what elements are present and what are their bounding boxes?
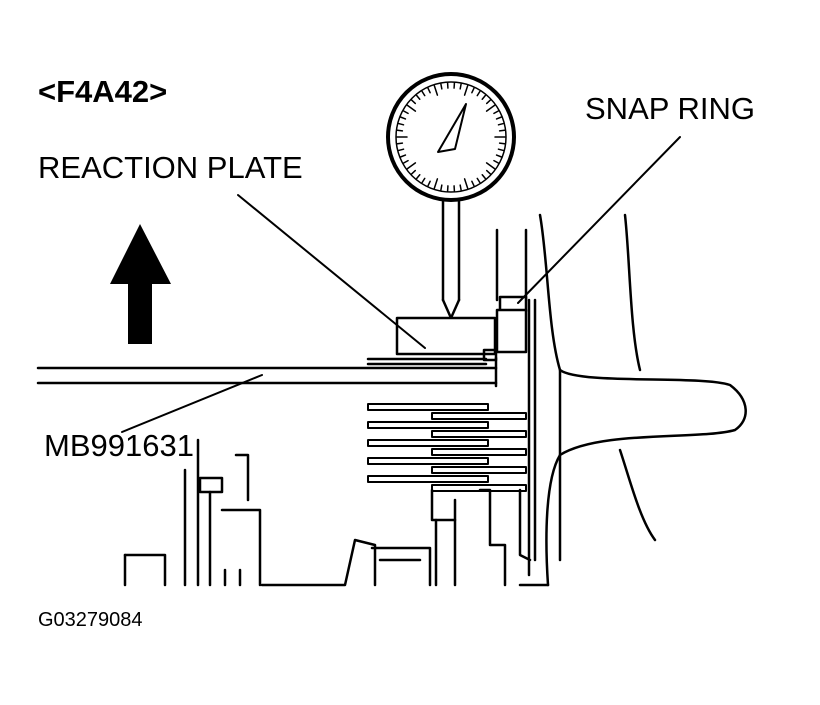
reaction-plate xyxy=(366,316,497,366)
clutch-hub xyxy=(430,488,532,587)
gauge-tick xyxy=(463,84,469,96)
clutch-plate xyxy=(431,466,527,474)
gauge-tick xyxy=(440,83,443,90)
gauge-tick xyxy=(481,174,487,180)
gauge-tick xyxy=(485,169,492,175)
clutch-housing xyxy=(518,213,747,587)
clutch-disc xyxy=(367,439,489,447)
gauge-tick xyxy=(397,122,405,126)
gauge-tick xyxy=(396,129,404,132)
gauge-tick xyxy=(415,174,421,180)
gauge-tick xyxy=(400,116,407,120)
clutch-plate xyxy=(431,484,527,492)
gauge-tick xyxy=(406,104,417,112)
clutch-disc xyxy=(367,403,489,411)
clutch-disc xyxy=(367,475,489,483)
gauge-tick xyxy=(433,84,439,96)
gauge-tick xyxy=(396,142,404,145)
clutch-plate xyxy=(431,448,527,456)
snap-ring-leader xyxy=(517,136,681,304)
clutch-plate xyxy=(431,412,527,420)
tool-leader xyxy=(121,374,263,433)
gauge-tick xyxy=(421,177,426,184)
gauge-tick xyxy=(402,110,409,115)
reaction-plate-leader xyxy=(237,194,426,349)
gauge-tick xyxy=(481,94,487,100)
gauge-tick xyxy=(476,90,481,97)
gauge-tick xyxy=(493,159,500,164)
gauge-tick xyxy=(497,148,505,152)
special-tool-bar xyxy=(36,356,498,388)
gauge-tick xyxy=(485,104,496,112)
snap-ring-label: SNAP RING xyxy=(585,91,755,126)
snap-ring xyxy=(482,228,528,362)
gauge-tick xyxy=(498,142,506,145)
gauge-tick xyxy=(433,178,439,190)
gauge-tick xyxy=(410,169,417,175)
gauge-tick xyxy=(400,154,407,158)
figure-id: G03279084 xyxy=(38,609,143,631)
gauge-tick xyxy=(463,178,469,190)
gauge-tick xyxy=(459,83,462,90)
gauge-tick xyxy=(406,162,417,170)
gauge-tick xyxy=(427,180,431,187)
gauge-tick xyxy=(459,184,462,191)
clutch-disc xyxy=(367,421,489,429)
gauge-tick xyxy=(471,180,475,187)
clutch-plates xyxy=(367,403,527,492)
clutch-disc xyxy=(367,457,489,465)
reaction-plate-label: REACTION PLATE xyxy=(38,150,303,185)
tool-number-label: MB991631 xyxy=(44,428,194,463)
clutch-plate xyxy=(431,430,527,438)
gauge-tick xyxy=(402,159,409,164)
gauge-tick xyxy=(410,99,417,105)
gauge-tick xyxy=(427,87,431,94)
gauge-tick xyxy=(495,154,502,158)
gauge-tick xyxy=(415,94,421,100)
gauge-tick xyxy=(495,116,502,120)
gauge-tick xyxy=(485,99,492,105)
gauge-tick xyxy=(471,87,475,94)
gauge-tick xyxy=(421,90,426,97)
up-arrow-icon xyxy=(110,224,171,344)
gauge-tick xyxy=(497,122,505,126)
gauge-tick xyxy=(397,148,405,152)
piston-housing xyxy=(123,438,432,587)
gauge-tick xyxy=(476,177,481,184)
gauge-tick xyxy=(498,129,506,132)
gauge-tick xyxy=(493,110,500,115)
gauge-tick xyxy=(485,162,496,170)
model-code: <F4A42> xyxy=(38,74,168,109)
dial-gauge-icon xyxy=(386,72,516,320)
gauge-tick xyxy=(440,184,443,191)
